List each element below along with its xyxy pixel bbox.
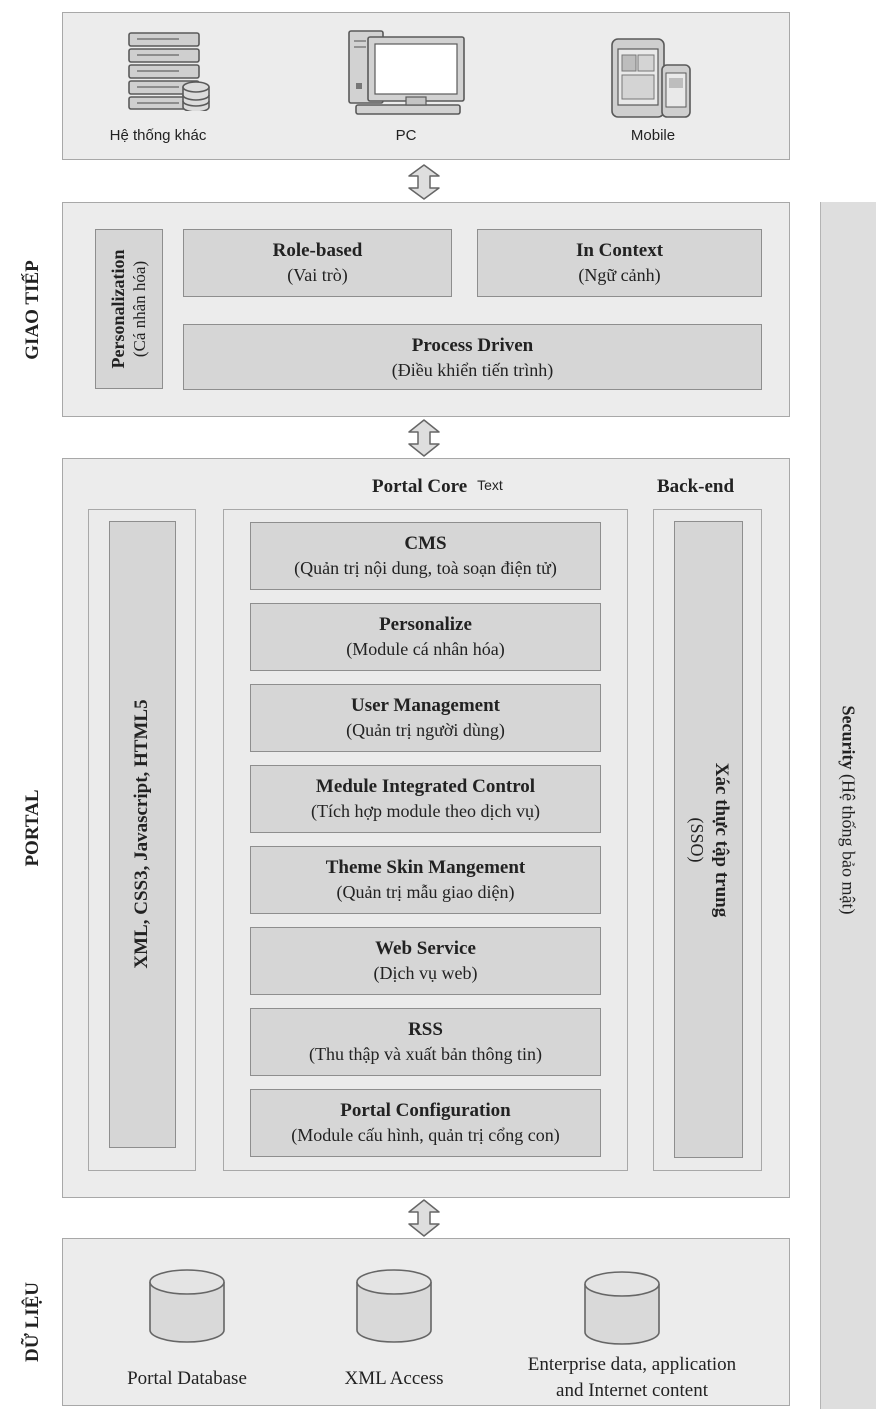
module-box: Theme Skin Mangement (Quản trị mẫu giao d… bbox=[250, 846, 601, 914]
module-box: Portal Configuration (Module cấu hình, qu… bbox=[250, 1089, 601, 1157]
module-subtitle: (Module cá nhân hóa) bbox=[346, 639, 505, 659]
module-title: Personalize bbox=[379, 614, 472, 635]
double-arrow-icon bbox=[408, 1199, 440, 1237]
module-box: CMS (Quản trị nội dung, toà soạn điện tử) bbox=[250, 522, 601, 590]
module-title: Web Service bbox=[375, 938, 476, 959]
module-box: RSS (Thu thập và xuất bản thông tin) bbox=[250, 1008, 601, 1076]
tech-box bbox=[109, 521, 176, 1148]
server-icon bbox=[128, 32, 210, 111]
process-driven-title: Process Driven bbox=[411, 335, 534, 356]
module-subtitle: (Dịch vụ web) bbox=[373, 963, 478, 983]
module-subtitle: (Tích hợp module theo dịch vụ) bbox=[311, 801, 540, 821]
devices-panel: Hệ thống khác PC Mobile bbox=[62, 12, 790, 160]
layer-label-interface: GIAO TIẾP bbox=[22, 260, 43, 360]
in-context-title: In Context bbox=[575, 240, 664, 261]
device-label-mobile: Mobile bbox=[630, 127, 676, 144]
portal-core-note: Text bbox=[477, 477, 503, 493]
double-arrow-icon bbox=[408, 164, 440, 200]
double-arrow-icon bbox=[408, 419, 440, 457]
role-based-subtitle: (Vai trò) bbox=[287, 265, 348, 285]
xml-access-label: XML Access bbox=[344, 1368, 444, 1389]
sso-title: Xác thực tập trung bbox=[711, 762, 732, 918]
portal-core-title: Portal Core bbox=[372, 476, 468, 497]
module-title: RSS bbox=[408, 1019, 443, 1040]
device-label-other: Hệ thống khác bbox=[109, 127, 207, 144]
role-based-title: Role-based bbox=[272, 240, 363, 261]
security-label: Security (Hệ thống bảo mật) bbox=[838, 706, 859, 915]
module-box: Web Service (Dịch vụ web) bbox=[250, 927, 601, 995]
database-icon bbox=[149, 1269, 225, 1343]
in-context-subtitle: (Ngữ cảnh) bbox=[578, 265, 661, 285]
role-based-box: Role-based (Vai trò) bbox=[183, 229, 452, 297]
module-subtitle: (Module cấu hình, quản trị cổng con) bbox=[291, 1125, 560, 1145]
personalization-subtitle: (Cá nhân hóa) bbox=[130, 260, 149, 358]
security-column bbox=[820, 202, 876, 1409]
module-box: Personalize (Module cá nhân hóa) bbox=[250, 603, 601, 671]
personalization-box bbox=[95, 229, 163, 389]
tech-label: XML, CSS3, Javascript, HTML5 bbox=[131, 699, 152, 969]
personalization-label: Personalization (Cá nhân hóa) bbox=[107, 250, 151, 369]
backend-title: Back-end bbox=[657, 476, 735, 497]
module-subtitle: (Quản trị nội dung, toà soạn điện tử) bbox=[294, 558, 557, 578]
module-title: User Management bbox=[351, 695, 500, 716]
sso-subtitle: (SSO) bbox=[687, 817, 707, 863]
enterprise-data-line2: and Internet content bbox=[556, 1380, 708, 1401]
enterprise-data-label: Enterprise data, application and Interne… bbox=[492, 1352, 772, 1404]
in-context-box: In Context (Ngữ cảnh) bbox=[477, 229, 762, 297]
module-title: Portal Configuration bbox=[340, 1100, 511, 1121]
device-label-pc: PC bbox=[395, 127, 417, 144]
database-icon bbox=[356, 1269, 432, 1343]
database-icon bbox=[584, 1271, 660, 1345]
module-box: Medule Integrated Control (Tích hợp modul… bbox=[250, 765, 601, 833]
enterprise-data-line1: Enterprise data, application bbox=[527, 1354, 737, 1375]
module-title: Theme Skin Mangement bbox=[325, 857, 526, 878]
sso-box bbox=[674, 521, 743, 1158]
process-driven-subtitle: (Điều khiển tiến trình) bbox=[391, 360, 554, 380]
portal-database-label: Portal Database bbox=[127, 1368, 247, 1389]
mobile-icon bbox=[611, 38, 691, 118]
module-title: CMS bbox=[404, 533, 447, 554]
layer-label-data: DỮ LIỆU bbox=[22, 1281, 43, 1363]
module-title: Medule Integrated Control bbox=[315, 776, 536, 797]
module-box: User Management (Quản trị người dùng) bbox=[250, 684, 601, 752]
module-subtitle: (Thu thập và xuất bản thông tin) bbox=[309, 1044, 542, 1064]
personalization-title: Personalization bbox=[108, 249, 128, 369]
pc-icon bbox=[348, 30, 465, 115]
process-driven-box: Process Driven (Điều khiển tiến trình) bbox=[183, 324, 762, 390]
sso-label: Xác thực tập trung (SSO) bbox=[685, 763, 733, 917]
module-subtitle: (Quản trị người dùng) bbox=[346, 720, 505, 740]
security-subtitle: (Hệ thống bảo mật) bbox=[838, 774, 859, 915]
module-subtitle: (Quản trị mẫu giao diện) bbox=[336, 882, 515, 902]
layer-label-portal: PORTAL bbox=[22, 789, 43, 867]
portal-core-heading: Portal Core Text bbox=[372, 476, 503, 498]
security-title: Security bbox=[838, 705, 859, 770]
